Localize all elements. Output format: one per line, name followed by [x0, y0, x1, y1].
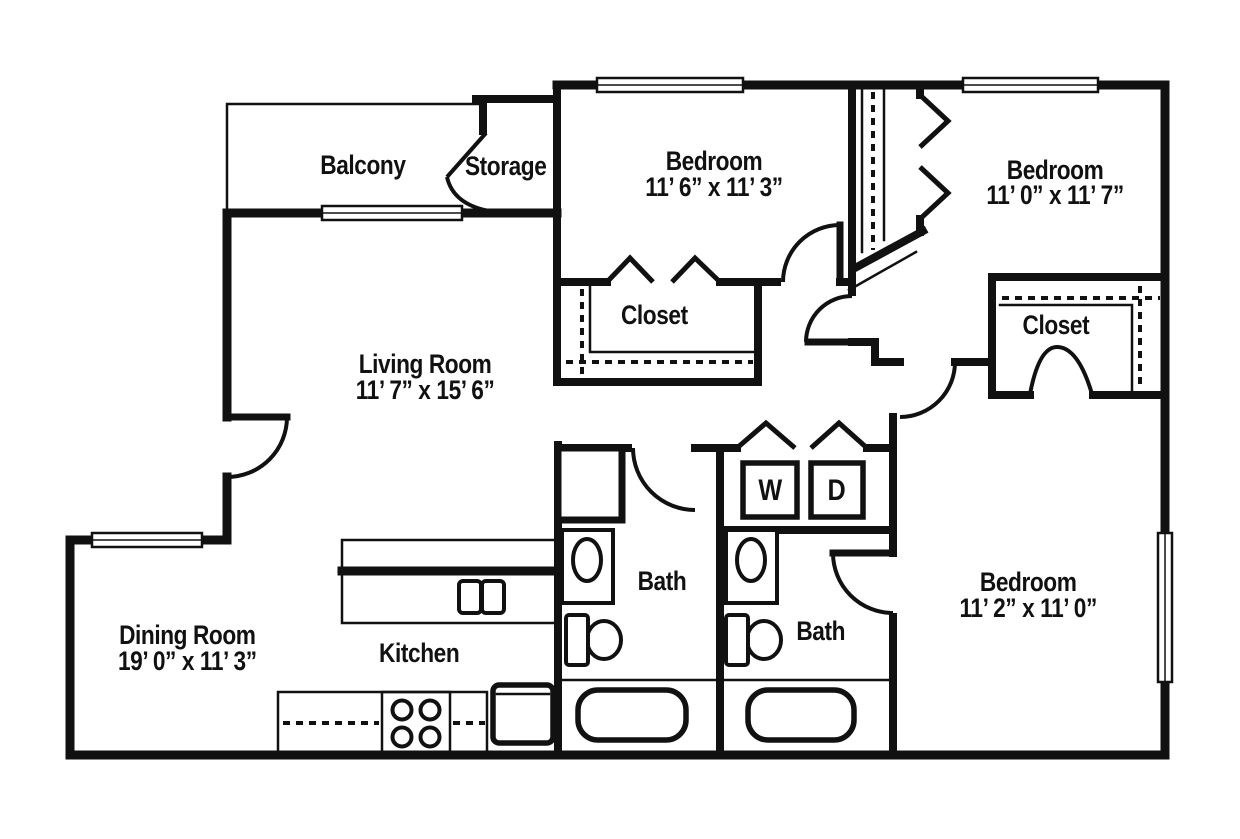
- bedroom-top-right-label: Bedroom: [1007, 155, 1104, 185]
- bath1-sink: [571, 537, 603, 583]
- storage-door: [445, 131, 490, 213]
- closet1-bifold-right: [670, 254, 722, 284]
- dryer-label: D: [828, 473, 846, 507]
- kitchen-sink-basin-left: [457, 579, 483, 615]
- bath2-sink: [735, 537, 767, 583]
- dashed-lines: [283, 92, 1160, 725]
- bath2-toilet-tank: [724, 613, 750, 667]
- stove-burner-4: [418, 725, 442, 749]
- dining-room-label: Dining Room: [119, 620, 255, 650]
- window-bedroom-top-left: [595, 76, 745, 94]
- dryer-box: [808, 460, 866, 520]
- closet1-shelf: [588, 285, 755, 354]
- bath2-door: [829, 549, 897, 615]
- washer-box: [740, 460, 800, 520]
- bedroom2-door: [804, 294, 856, 346]
- dining-room-dimensions: 19’ 0” x 11’ 3”: [118, 646, 257, 676]
- closet1-bifold-left: [605, 254, 655, 284]
- closet-strip-bifold-bottom: [918, 165, 952, 221]
- bath2-toilet-bowl: [745, 619, 783, 661]
- kitchen-label: Kitchen: [379, 638, 459, 668]
- balcony-railing: [225, 102, 482, 214]
- bath1-door: [631, 447, 696, 512]
- bath-right-label: Bath: [796, 616, 845, 646]
- bath-left-label: Bath: [638, 566, 687, 596]
- living-room-dimensions: 11’ 7” x 15’ 6”: [356, 375, 495, 405]
- fixtures: [390, 444, 866, 749]
- bedroom3-door: [899, 361, 957, 419]
- vestibule-angled-line: [847, 250, 918, 292]
- bath1-tub: [575, 687, 689, 743]
- closet-strip-bifold-top: [918, 93, 952, 149]
- closet2-shelf: [998, 303, 1134, 392]
- stove-burner-2: [418, 698, 442, 722]
- room-labels: Balcony Storage Bedroom 11’ 6” x 11’ 3” …: [118, 146, 1124, 676]
- window-bedroom-top-right: [961, 76, 1100, 94]
- entry-door: [223, 413, 291, 479]
- stove-burner-1: [390, 698, 414, 722]
- washer-label: W: [758, 473, 783, 507]
- closet-right-label: Closet: [1022, 310, 1089, 340]
- bifold-doors: [605, 93, 952, 450]
- bedroom-top-left-label: Bedroom: [666, 146, 763, 176]
- kitchen-upper-counter: [340, 538, 559, 625]
- closet-top-label: Closet: [621, 300, 688, 330]
- closet2-door: [1028, 344, 1094, 395]
- bedroom1-door: [781, 221, 844, 286]
- laundry-bifold-left: [735, 419, 797, 450]
- kitchen-sink-basin-right: [480, 579, 506, 615]
- window-balcony: [320, 204, 464, 222]
- thin-lines: [225, 88, 1134, 755]
- bedroom-bottom-right-label: Bedroom: [980, 567, 1077, 597]
- bath1-toilet-tank: [564, 613, 590, 667]
- stove-burner-3: [390, 725, 414, 749]
- stove-outline: [380, 690, 452, 755]
- bath2-tub: [745, 687, 857, 743]
- balcony-label: Balcony: [320, 150, 406, 180]
- windows: [90, 76, 1174, 684]
- doors: [223, 131, 1094, 615]
- laundry-bifold-right: [809, 419, 869, 450]
- bath1-toilet-bowl: [585, 619, 623, 661]
- bedroom-top-left-dimensions: 11’ 6” x 11’ 3”: [645, 172, 782, 202]
- living-room-label: Living Room: [359, 349, 492, 379]
- bedroom-bottom-right-dimensions: 11’ 2” x 11’ 0”: [959, 593, 1096, 623]
- bedroom-top-right-dimensions: 11’ 0” x 11’ 7”: [986, 180, 1123, 210]
- refrigerator: [490, 682, 556, 746]
- storage-label: Storage: [465, 151, 547, 181]
- bath1-linen-closet: [554, 444, 626, 524]
- window-dining: [90, 531, 204, 549]
- window-bedroom-bottom-right: [1156, 531, 1174, 684]
